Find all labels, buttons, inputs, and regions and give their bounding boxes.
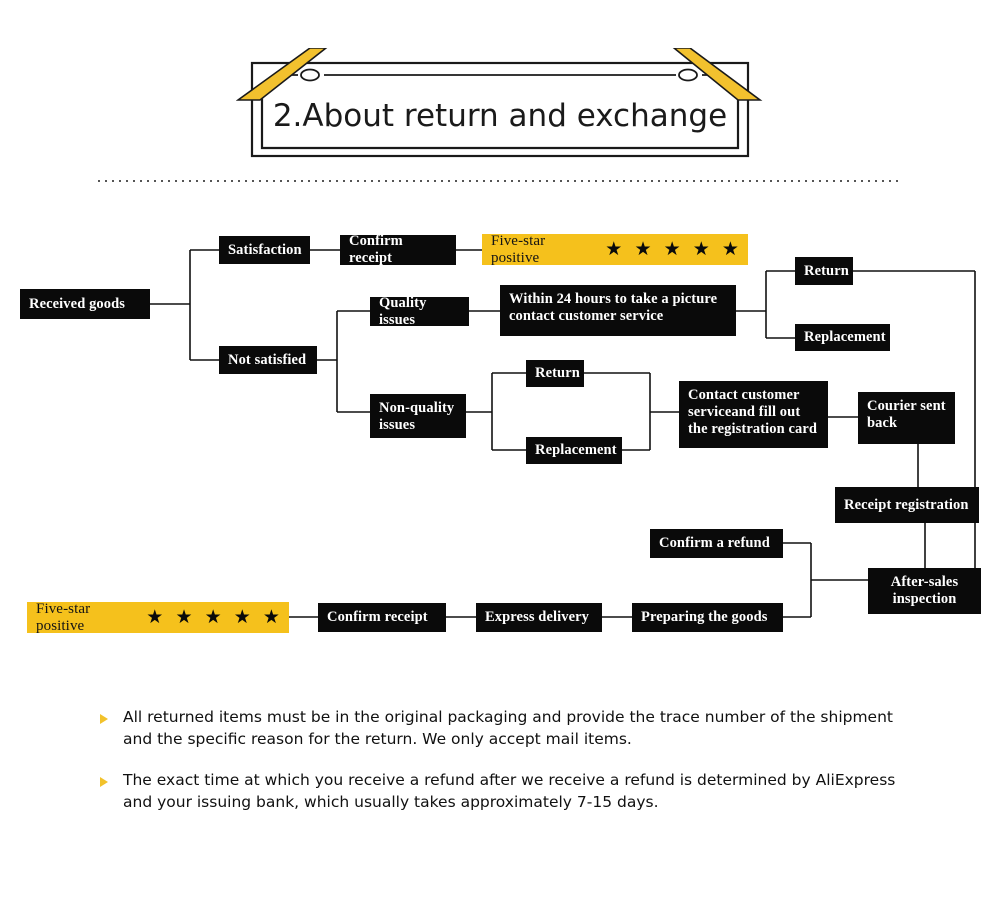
flow-node-within-24-hours[interactable]: Within 24 hours to take a picture contac… — [500, 285, 736, 336]
star-rating-bottom: ★ ★ ★ ★ ★ — [146, 608, 280, 627]
flow-node-confirm-receipt-top[interactable]: Confirm receipt — [340, 233, 456, 266]
flow-node-quality-issues[interactable]: Quality issues — [370, 294, 469, 328]
flow-node-received-goods[interactable]: Received goods — [20, 289, 150, 319]
policy-notes: All returned items must be in the origin… — [100, 706, 920, 832]
flow-node-label: Courier sent back — [867, 398, 946, 431]
star-icon: ★ — [721, 239, 739, 260]
star-icon: ★ — [692, 239, 710, 260]
flow-node-contact-customer-service[interactable]: Contact customer serviceand fill out the… — [679, 381, 828, 448]
flow-node-label: Confirm a refund — [659, 535, 770, 551]
flow-node-label: After-sales inspection — [890, 574, 959, 607]
flow-node-label: Quality issues — [379, 294, 427, 328]
triangle-bullet-icon — [100, 777, 108, 787]
flow-node-satisfaction[interactable]: Satisfaction — [219, 236, 310, 264]
flow-node-label: Replacement — [804, 329, 886, 345]
star-icon: ★ — [233, 607, 251, 628]
flow-node-label: Not satisfied — [228, 351, 307, 368]
flow-node-confirm-receipt-bottom[interactable]: Confirm receipt — [318, 603, 446, 632]
flow-node-label: Receipt registration — [844, 496, 969, 513]
flow-node-label: Return — [804, 262, 849, 279]
note-text: The exact time at which you receive a re… — [123, 771, 896, 811]
star-icon: ★ — [634, 239, 652, 260]
flow-node-label: Return — [535, 365, 580, 381]
flow-node-label: Five-star positive — [491, 232, 546, 266]
flow-node-express-delivery[interactable]: Express delivery — [476, 603, 602, 632]
flow-node-five-star-positive-top[interactable]: Five-star positive ★ ★ ★ ★ ★ — [482, 232, 748, 266]
flow-node-label: Contact customer serviceand fill out the… — [688, 387, 818, 437]
flow-node-after-sales-inspection[interactable]: After-sales inspection — [868, 568, 981, 614]
flow-node-preparing-the-goods[interactable]: Preparing the goods — [632, 603, 783, 632]
flow-node-return-top[interactable]: Return — [795, 257, 853, 285]
flow-node-five-star-positive-bottom[interactable]: Five-star positive ★ ★ ★ ★ ★ — [27, 600, 289, 634]
flow-node-confirm-a-refund[interactable]: Confirm a refund — [650, 529, 783, 558]
flow-node-label: Within 24 hours to take a picture contac… — [509, 291, 718, 324]
star-rating-top: ★ ★ ★ ★ ★ — [605, 240, 739, 259]
flow-node-label: Confirm receipt — [327, 609, 428, 625]
flow-node-not-satisfied[interactable]: Not satisfied — [219, 346, 317, 374]
flow-node-replacement-top[interactable]: Replacement — [795, 324, 890, 351]
flow-node-non-quality-issues[interactable]: Non-quality issues — [370, 394, 466, 438]
flow-node-label: Replacement — [535, 442, 617, 458]
flow-node-replacement-mid[interactable]: Replacement — [526, 437, 622, 464]
flow-node-courier-sent-back[interactable]: Courier sent back — [858, 392, 955, 444]
flow-node-label: Non-quality issues — [379, 400, 455, 433]
flow-node-label: Five-star positive — [36, 600, 91, 634]
note-item: All returned items must be in the origin… — [100, 706, 920, 750]
flow-node-receipt-registration[interactable]: Receipt registration — [835, 487, 979, 523]
section-divider — [98, 180, 900, 182]
note-text: All returned items must be in the origin… — [123, 708, 893, 748]
flow-node-label: Satisfaction — [228, 241, 302, 258]
note-item: The exact time at which you receive a re… — [100, 769, 920, 813]
header-banner: 2.About return and exchange — [236, 48, 764, 160]
star-icon: ★ — [605, 239, 623, 260]
flow-node-label: Received goods — [29, 295, 126, 312]
star-icon: ★ — [262, 607, 280, 628]
banner-frame-svg — [236, 48, 763, 158]
star-icon: ★ — [204, 607, 222, 628]
flow-node-label: Preparing the goods — [641, 609, 768, 625]
star-icon: ★ — [663, 239, 681, 260]
flow-node-return-mid[interactable]: Return — [526, 360, 584, 387]
flow-node-label: Confirm receipt — [349, 233, 403, 266]
triangle-bullet-icon — [100, 714, 108, 724]
flow-node-label: Express delivery — [485, 609, 590, 625]
star-icon: ★ — [146, 607, 164, 628]
star-icon: ★ — [175, 607, 193, 628]
page-title: 2.About return and exchange — [272, 98, 728, 134]
